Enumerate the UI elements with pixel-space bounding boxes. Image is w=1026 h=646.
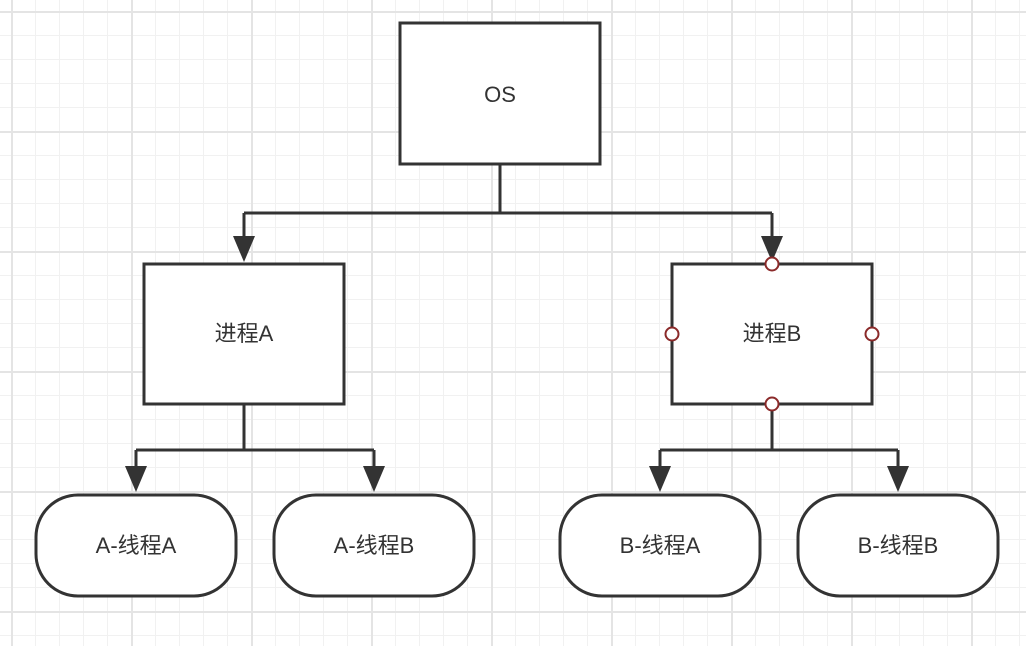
- connection-handle-left[interactable]: [664, 326, 680, 342]
- node-thread-ab[interactable]: A-线程B: [272, 493, 476, 598]
- arrowhead-thread-bb: [887, 466, 909, 492]
- node-thread-bb[interactable]: B-线程B: [796, 493, 1000, 598]
- node-thread-aa-label: A-线程A: [96, 533, 177, 558]
- arrowhead-process-a: [233, 236, 255, 262]
- edge-process-a-to-threads[interactable]: [125, 404, 385, 492]
- connection-handle-bottom[interactable]: [764, 396, 780, 412]
- edge-os-to-processes[interactable]: [233, 164, 783, 262]
- node-os-label: OS: [484, 82, 516, 107]
- node-thread-aa[interactable]: A-线程A: [34, 493, 238, 598]
- arrowhead-thread-ab: [363, 466, 385, 492]
- connection-handle-right[interactable]: [864, 326, 880, 342]
- edge-process-b-to-threads[interactable]: [649, 404, 909, 492]
- node-thread-ba-label: B-线程A: [620, 533, 701, 558]
- arrowhead-thread-aa: [125, 466, 147, 492]
- node-process-a-label: 进程A: [215, 321, 274, 346]
- arrowhead-process-b: [761, 236, 783, 262]
- node-thread-bb-label: B-线程B: [858, 533, 939, 558]
- node-process-b-label: 进程B: [743, 321, 802, 346]
- arrowhead-thread-ba: [649, 466, 671, 492]
- node-process-a[interactable]: 进程A: [142, 262, 346, 406]
- connection-handle-top[interactable]: [764, 256, 780, 272]
- node-thread-ab-label: A-线程B: [334, 533, 415, 558]
- node-process-b[interactable]: 进程B: [664, 256, 880, 412]
- node-os[interactable]: OS: [398, 21, 602, 166]
- node-thread-ba[interactable]: B-线程A: [558, 493, 762, 598]
